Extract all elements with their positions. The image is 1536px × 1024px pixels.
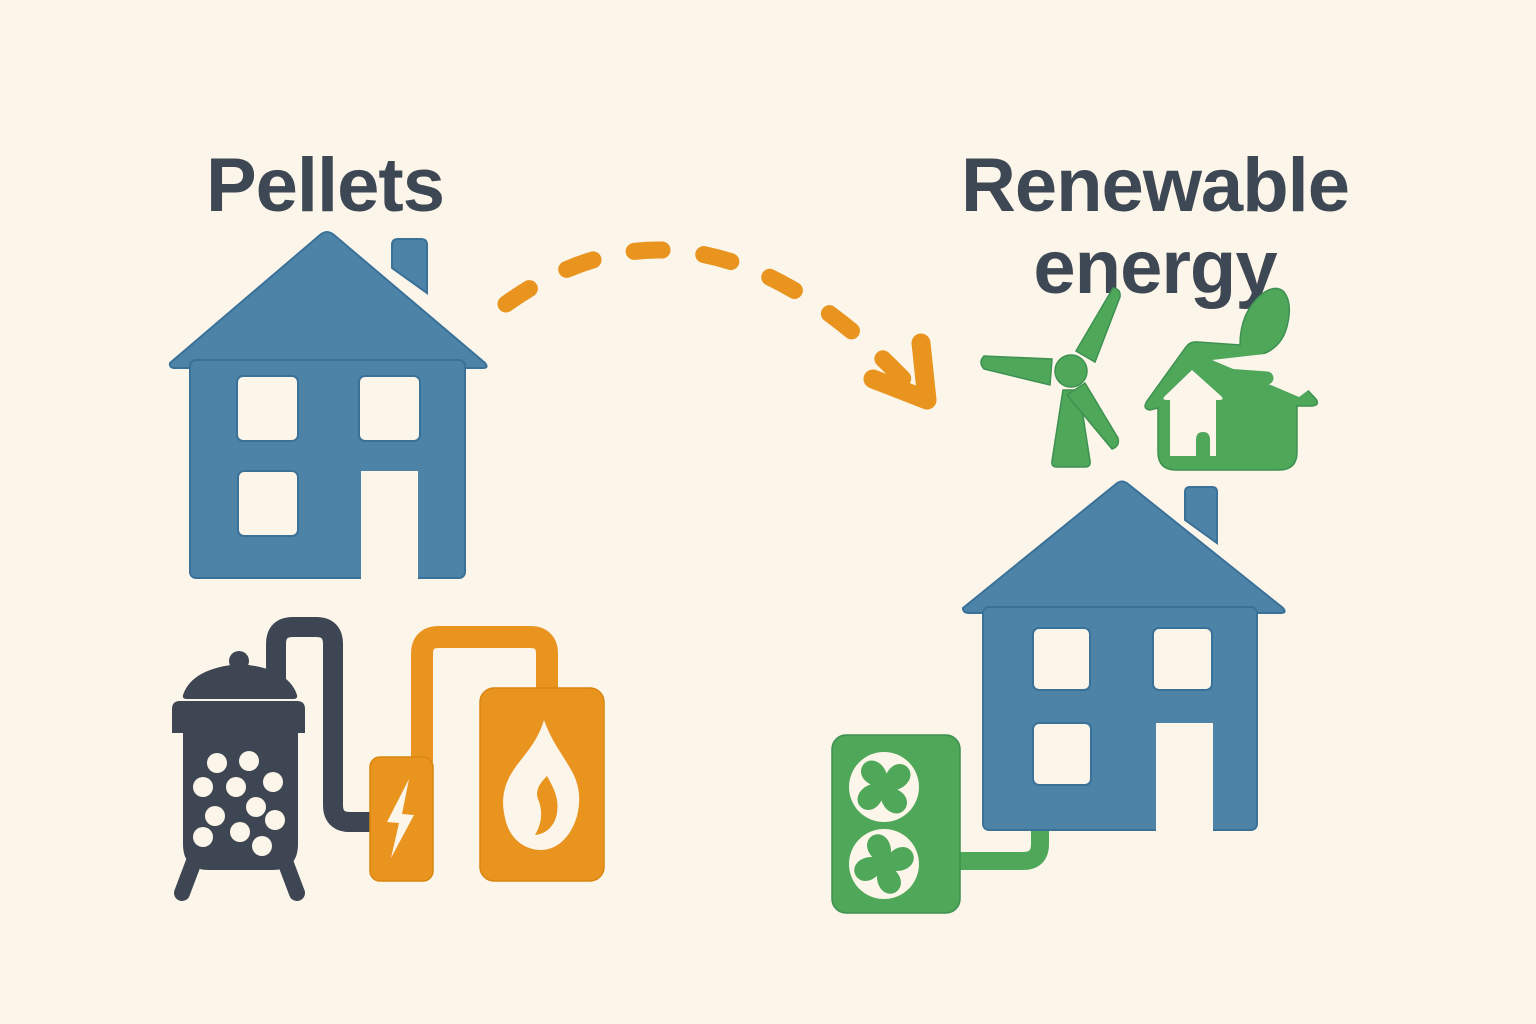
- fan-icon: [849, 829, 919, 899]
- house-window: [1152, 627, 1213, 691]
- pellet-dots: [193, 751, 285, 856]
- flame-inner-curl: [535, 776, 558, 835]
- arrow-dashed-arc: [497, 241, 917, 393]
- pellet-house-icon: [168, 231, 488, 583]
- small-house-door: [1196, 432, 1210, 456]
- turbine-hub: [1054, 354, 1088, 388]
- right-title: Renewable energy: [960, 142, 1350, 310]
- house-window: [237, 470, 299, 537]
- renewable-house-icon: [961, 480, 1286, 833]
- turbine-blade: [1074, 287, 1121, 364]
- house-chimney: [391, 238, 428, 295]
- transition-arrow-icon: [497, 241, 937, 410]
- house-body: [982, 606, 1258, 831]
- boiler-pipe-icon: [411, 626, 558, 771]
- heat-pump-pipe-icon: [947, 815, 1049, 870]
- wind-turbine-icon: [980, 287, 1121, 468]
- pellet-feed-pipe-icon: [266, 617, 382, 832]
- fan-icon: [849, 752, 919, 822]
- heat-pump-icon: [831, 734, 961, 914]
- house-window: [1032, 722, 1092, 786]
- house-window: [236, 375, 299, 442]
- turbine-blade: [980, 355, 1053, 386]
- tank-lid: [182, 664, 298, 699]
- house-roof: [961, 480, 1286, 614]
- house-roof: [168, 231, 488, 369]
- pellet-storage-tank-icon: [172, 651, 305, 901]
- eco-house-solar-icon: [1144, 287, 1322, 471]
- house-window: [358, 375, 421, 442]
- house-door: [1156, 723, 1213, 833]
- house-body: [189, 359, 466, 579]
- house-window: [1032, 627, 1091, 691]
- pellet-burner-icon: [369, 756, 434, 882]
- house-chimney: [1184, 486, 1218, 545]
- tank-leg: [174, 848, 204, 901]
- arrow-head: [863, 333, 937, 410]
- left-title: Pellets: [205, 142, 445, 228]
- house-door: [361, 471, 418, 583]
- tank-rim: [172, 701, 305, 733]
- lightning-bolt-icon: [387, 779, 414, 858]
- turbine-blade: [1065, 381, 1120, 450]
- solar-panel-bar: [1219, 368, 1274, 385]
- pellet-boiler-icon: [479, 687, 605, 882]
- tank-leg: [275, 848, 305, 901]
